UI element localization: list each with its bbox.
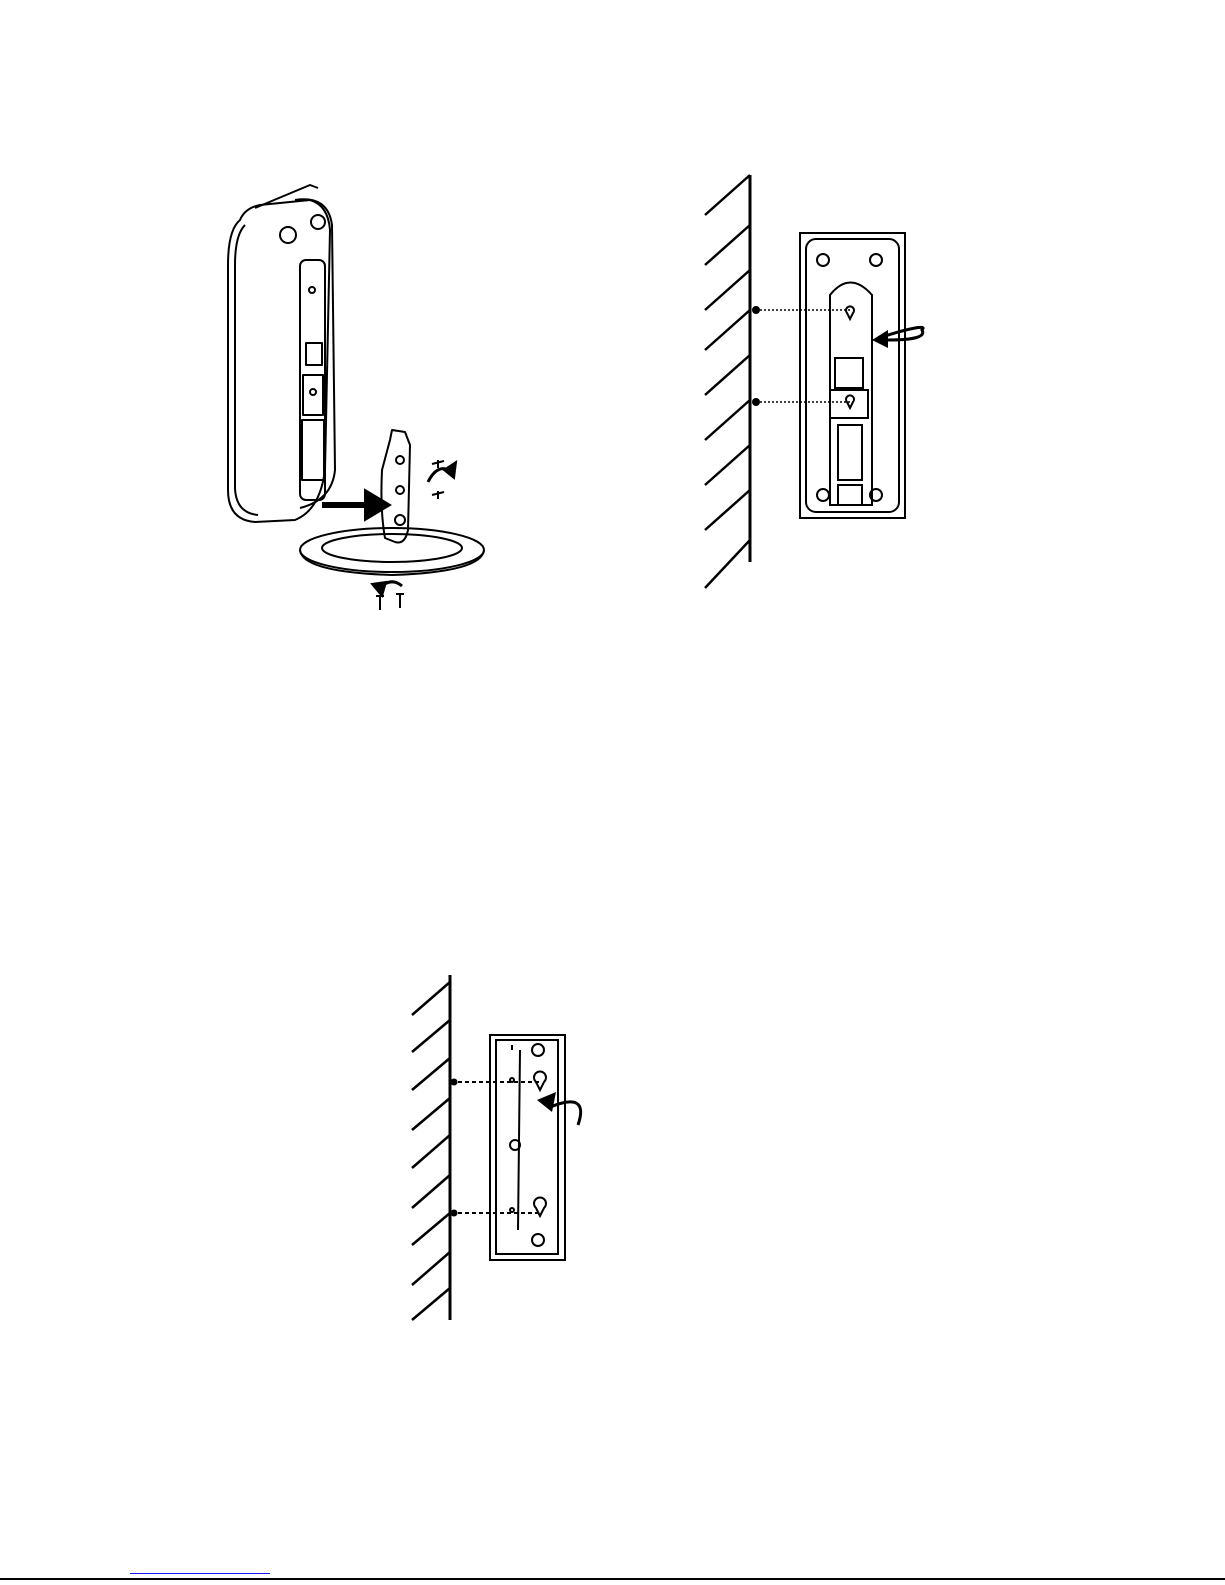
bracket-frame [490, 1035, 565, 1260]
top-right-hole [311, 215, 325, 229]
wall-hatching [412, 982, 450, 1320]
stand-mount-figure [200, 170, 500, 630]
wall-mount-device-figure [690, 170, 960, 600]
bracket-screw-top [451, 1079, 458, 1086]
bracket-keyhole-top [534, 1072, 546, 1090]
wall-mount-device-illustration [690, 170, 960, 600]
wall-mount-bracket-illustration [400, 970, 600, 1330]
port-square [306, 343, 322, 365]
wall-screw-top [752, 306, 760, 314]
wall-screw-bottom [752, 398, 760, 406]
top-left-hole [280, 227, 296, 243]
bracket-rotate-arrow-head [537, 1092, 556, 1112]
keyhole-top [846, 306, 854, 319]
camera-body [228, 200, 330, 522]
stand-upright [381, 430, 410, 543]
bracket-screw-bottom [451, 1210, 458, 1217]
footer-link-underline [130, 1573, 270, 1574]
device-back [800, 233, 905, 518]
stand-mount-illustration [200, 170, 500, 630]
wall-hatching [705, 175, 750, 588]
rotate-arrow-head [872, 330, 888, 348]
footer-rule [0, 1578, 1225, 1580]
wall-mount-bracket-figure [400, 970, 600, 1330]
